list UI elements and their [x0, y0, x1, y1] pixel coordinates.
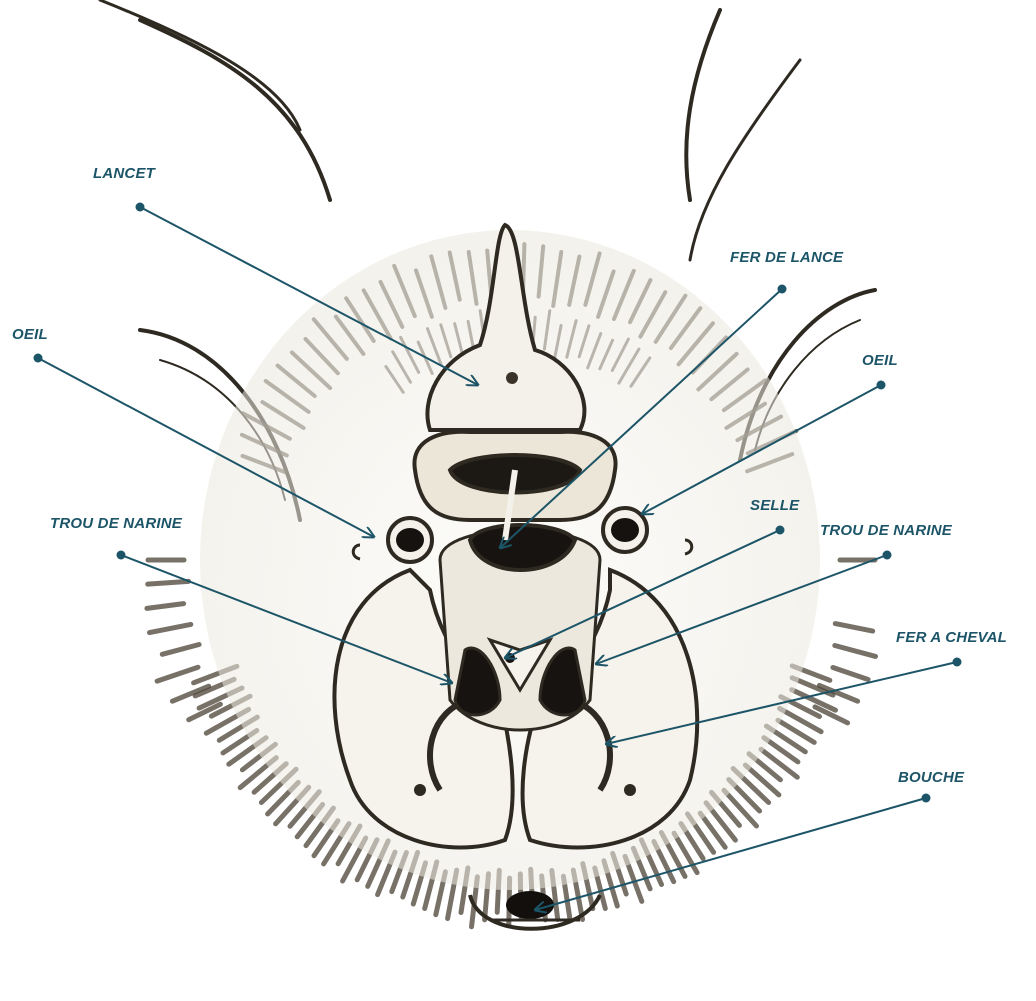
leader-trou-narine-left-anchor-dot — [117, 551, 126, 560]
leader-lancet — [136, 203, 479, 386]
label-oeil-left: OEIL — [12, 327, 48, 342]
label-trou-narine-left: TROU DE NARINE — [50, 516, 182, 531]
leader-oeil-right-line — [642, 385, 881, 514]
leader-trou-narine-left — [117, 551, 453, 684]
leader-selle-line — [505, 530, 780, 658]
label-lancet: LANCET — [93, 166, 155, 181]
label-selle: SELLE — [750, 498, 799, 513]
label-oeil-right: OEIL — [862, 353, 898, 368]
leader-trou-narine-right-anchor-dot — [883, 551, 892, 560]
leader-oeil-left — [34, 354, 375, 538]
leader-fer-de-lance — [500, 285, 787, 549]
leader-oeil-right-anchor-dot — [877, 381, 886, 390]
label-fer-a-cheval: FER A CHEVAL — [896, 630, 1007, 645]
leader-selle-anchor-dot — [776, 526, 785, 535]
leader-bouche — [535, 794, 931, 911]
leader-fer-a-cheval-anchor-dot — [953, 658, 962, 667]
leader-bouche-line — [535, 798, 926, 910]
leader-fer-de-lance-line — [500, 289, 782, 548]
leader-lancet-anchor-dot — [136, 203, 145, 212]
label-bouche: BOUCHE — [898, 770, 964, 785]
leader-oeil-left-line — [38, 358, 374, 537]
leader-oeil-right — [642, 381, 886, 515]
leader-trou-narine-left-line — [121, 555, 452, 683]
leader-trou-narine-right-line — [596, 555, 887, 664]
label-trou-narine-right: TROU DE NARINE — [820, 523, 952, 538]
leader-oeil-left-anchor-dot — [34, 354, 43, 363]
leader-trou-narine-right — [596, 551, 892, 665]
leader-fer-de-lance-anchor-dot — [778, 285, 787, 294]
leader-selle — [505, 526, 785, 659]
label-fer-de-lance: FER DE LANCE — [730, 250, 843, 265]
leader-lancet-line — [140, 207, 478, 385]
leader-bouche-anchor-dot — [922, 794, 931, 803]
leader-fer-a-cheval-line — [606, 662, 957, 744]
leader-fer-a-cheval — [606, 658, 962, 745]
